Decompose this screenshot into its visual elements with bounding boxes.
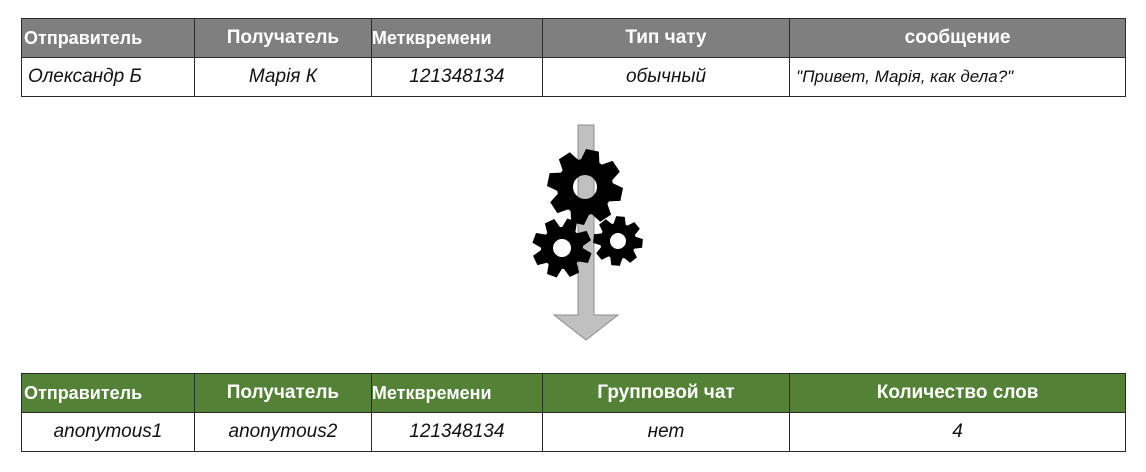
source-cell-recipient: Марія К bbox=[193, 57, 372, 97]
source-cell-timestamp: 121348134 bbox=[370, 57, 543, 97]
anonymized-header-word-count: Количество слов bbox=[789, 373, 1126, 413]
anonymized-header-group-chat: Групповой чат bbox=[541, 373, 791, 413]
source-table: Отправитель Получатель Метквремени Тип ч… bbox=[21, 18, 1126, 97]
gear-icon bbox=[593, 216, 643, 266]
gear-icon bbox=[532, 218, 592, 278]
source-data-row: Олександр Б Марія К 121348134 обычный "П… bbox=[21, 57, 1126, 97]
transformation-diagram bbox=[532, 124, 643, 341]
source-header-message: сообщение bbox=[789, 18, 1126, 58]
gear-icon bbox=[547, 149, 623, 225]
anonymized-table: Отправитель Получатель Метквремени Групп… bbox=[21, 373, 1126, 452]
source-header-chat-type: Тип чату bbox=[541, 18, 791, 58]
source-header-row: Отправитель Получатель Метквремени Тип ч… bbox=[21, 18, 1126, 58]
anonymized-cell-recipient: anonymous2 bbox=[193, 412, 372, 452]
source-cell-sender: Олександр Б bbox=[21, 57, 195, 97]
anonymized-cell-timestamp: 121348134 bbox=[370, 412, 543, 452]
anonymized-cell-group-chat: нет bbox=[541, 412, 791, 452]
source-header-recipient: Получатель bbox=[193, 18, 372, 58]
source-cell-chat-type: обычный bbox=[541, 57, 791, 97]
anonymized-cell-word-count: 4 bbox=[789, 412, 1126, 452]
source-header-timestamp: Метквремени bbox=[370, 18, 543, 58]
anonymized-header-timestamp: Метквремени bbox=[370, 373, 543, 413]
anonymized-cell-sender: anonymous1 bbox=[21, 412, 195, 452]
source-cell-message: "Привет, Марія, как дела?" bbox=[789, 57, 1126, 97]
anonymized-header-row: Отправитель Получатель Метквремени Групп… bbox=[21, 373, 1126, 413]
anonymized-header-sender: Отправитель bbox=[21, 373, 195, 413]
anonymized-data-row: anonymous1 anonymous2 121348134 нет 4 bbox=[21, 412, 1126, 452]
anonymized-header-recipient: Получатель bbox=[193, 373, 372, 413]
source-header-sender: Отправитель bbox=[21, 18, 195, 58]
